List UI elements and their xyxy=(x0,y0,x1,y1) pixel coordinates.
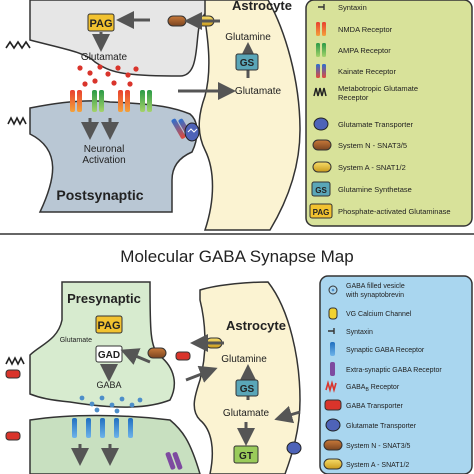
legend-top-icons xyxy=(309,4,333,219)
legend-top-label: Glutamate Transporter xyxy=(338,120,414,129)
legend-bottom-label: Glutamate Transporter xyxy=(346,423,417,430)
legend-top-label: Syntaxin xyxy=(338,3,367,12)
syntaxin-icon xyxy=(328,328,335,334)
section-title: Molecular GABA Synapse Map xyxy=(120,247,353,266)
legend-bottom-label: with synaptobrevin xyxy=(345,292,404,299)
activation-label: Activation xyxy=(82,155,125,166)
vesicle-icon xyxy=(328,285,338,295)
legend-top-label: Phosphate-activated Glutaminase xyxy=(338,207,451,216)
syntaxin-squiggle-top xyxy=(5,40,31,50)
gs-label-top: GS xyxy=(240,58,255,69)
gaba-transporter-icon xyxy=(324,399,342,411)
pag-label-bottom: PAG xyxy=(97,320,120,332)
metabotropic-receptor-icon xyxy=(313,87,327,97)
glutamate-transporter-icon xyxy=(313,117,329,131)
legend-bottom-label: System N - SNAT3/5 xyxy=(346,443,411,450)
pag-label-top: PAG xyxy=(89,18,112,30)
system-n-icon xyxy=(312,139,332,151)
gs-label-bottom: GS xyxy=(240,384,255,395)
legend-top-label: System N - SNAT3/5 xyxy=(338,141,407,150)
system-a-icon xyxy=(323,458,343,470)
glutamine-label-top: Glutamine xyxy=(225,32,271,43)
legend-bottom-icons xyxy=(323,285,343,470)
legend-bottom-label: GABAB Receptor xyxy=(346,384,400,393)
gt-label: GT xyxy=(239,451,253,462)
legend-bottom-label: Extra-synaptic GABA Receptor xyxy=(346,367,442,374)
legend-bottom-label: Synaptic GABA Receptor xyxy=(346,347,425,354)
calcium-channel-icon xyxy=(328,307,338,320)
glutamate-label-bottom: Glutamate xyxy=(60,337,92,344)
ampa-receptor-icon xyxy=(316,43,320,57)
legend-bottom-label: System A - SNAT1/2 xyxy=(346,462,409,469)
gad-label: GAD xyxy=(98,350,120,361)
nmda-receptor-icon xyxy=(316,22,320,36)
system-a-icon xyxy=(312,161,332,173)
syntaxin-squiggle-bottom xyxy=(5,356,25,366)
system-n-icon xyxy=(323,439,343,451)
legend-bottom-label: GABA Transporter xyxy=(346,403,403,410)
legend-top-label: NMDA Receptor xyxy=(338,25,393,34)
neuronal-label: Neuronal xyxy=(84,144,125,155)
extrasynaptic-gaba-receptor-icon xyxy=(330,362,335,376)
syntaxin-icon xyxy=(318,4,325,10)
gaba-label: GABA xyxy=(96,380,121,390)
glutamine-label-bottom: Glutamine xyxy=(221,354,267,365)
presynaptic-label: Presynaptic xyxy=(67,291,141,306)
legend-bottom-label: Syntaxin xyxy=(346,329,373,336)
svg-text:PAG: PAG xyxy=(313,208,330,217)
legend-top-label: System A - SNAT1/2 xyxy=(338,163,406,172)
glutamate-cleft-label: Glutamate xyxy=(81,52,128,63)
synaptic-gaba-receptors xyxy=(72,418,133,438)
gabab-receptor-icon xyxy=(325,380,337,393)
legend-bottom-panel xyxy=(319,275,473,474)
nmda-receptors xyxy=(70,90,130,112)
kainate-receptor-icon xyxy=(316,64,320,78)
presynaptic-terminal-top xyxy=(29,0,231,77)
glutamate-molecules xyxy=(77,64,139,87)
gs-icon xyxy=(311,181,331,197)
metabotropic-squiggle-top xyxy=(7,116,27,126)
svg-text:GS: GS xyxy=(315,186,327,195)
legend-bottom-label: GABA filled vesicle xyxy=(346,283,405,290)
glutamate-astro-label-bottom: Glutamate xyxy=(223,408,270,419)
astrocyte-label-top: Astrocyte xyxy=(232,0,292,13)
legend-bottom-label: VG Calcium Channel xyxy=(346,311,412,318)
legend-top-label: Glutamine Synthetase xyxy=(338,185,412,194)
legend-top-label: Kainate Receptor xyxy=(338,67,396,76)
glutamate-transporter-icon xyxy=(325,418,341,432)
synaptic-gaba-receptor-icon xyxy=(330,342,335,356)
pag-icon xyxy=(309,203,333,219)
legend-top-label: Metabotropic Glutamate xyxy=(338,84,418,93)
gaba-molecules xyxy=(79,395,143,414)
glutamate-astro-label-top: Glutamate xyxy=(235,86,282,97)
legend-top-panel xyxy=(305,0,473,227)
ampa-receptors xyxy=(92,90,152,112)
legend-top-label: AMPA Receptor xyxy=(338,46,391,55)
postsynaptic-label: Postsynaptic xyxy=(56,187,143,203)
legend-top-label: Receptor xyxy=(338,93,369,102)
astrocyte-label-bottom: Astrocyte xyxy=(226,318,286,333)
